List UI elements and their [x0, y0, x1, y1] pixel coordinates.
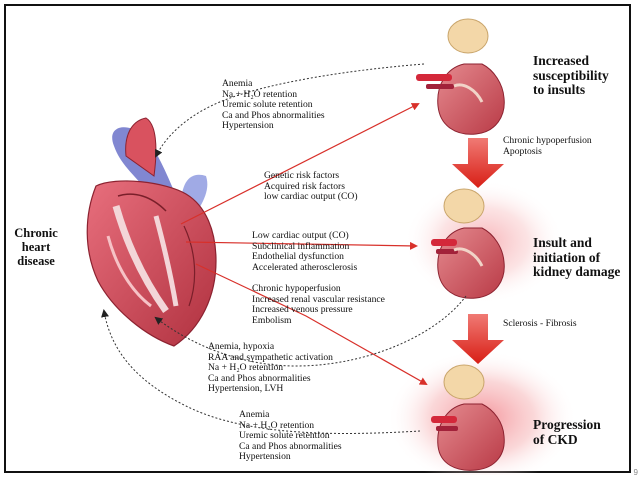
list-item: Subclinical inflammation: [252, 240, 350, 252]
list-item: Acquired risk factors: [264, 180, 345, 192]
down-arrow-1: [452, 138, 504, 188]
list-item: Ca and Phos abnormalities: [239, 440, 342, 452]
cardiorenal-diagram: [86, 18, 577, 475]
list-feedback-bottom: Anemia Na + H₂O retention Uremic solute …: [239, 409, 342, 463]
list-item: Genetic risk factors: [264, 170, 340, 181]
stage-3-line-2: of CKD: [533, 431, 578, 447]
list-item: Anemia: [222, 78, 253, 89]
transition-1-line-2: Apoptosis: [503, 145, 542, 157]
arrow-to-kidney-1: [180, 103, 420, 225]
stage-2-line-2: initiation of: [533, 249, 601, 265]
list-item: Na + H₂O retention: [208, 362, 284, 374]
list-item: Hypertension, LVH: [208, 383, 284, 395]
list-item: Endothelial dysfunction: [252, 251, 344, 263]
arrow-to-kidney-3: [195, 263, 428, 385]
list-item: Anemia: [239, 409, 270, 420]
list-item: Ca and Phos abnormalities: [208, 372, 311, 384]
list-item: Increased venous pressure: [252, 304, 353, 316]
list-middle: Low cardiac output (CO) Subclinical infl…: [252, 230, 358, 273]
heart-label-line-1: Chronic: [14, 226, 58, 240]
stage-2-line-3: kidney damage: [533, 264, 621, 279]
kidney-2: [431, 188, 505, 299]
list-item: Low cardiac output (CO): [252, 230, 349, 241]
list-item: Increased renal vascular resistance: [252, 293, 385, 305]
feedback-arrow-top: [155, 63, 425, 158]
stage-1-line-1: Increased: [533, 53, 589, 68]
list-item: Hypertension: [239, 451, 291, 463]
stage-1-line-2: susceptibility: [533, 67, 609, 83]
page-number: 9: [633, 468, 638, 477]
list-item: Na + H₂O retention: [222, 88, 298, 100]
kidney-3: [431, 364, 505, 471]
list-item: Embolism: [252, 314, 292, 326]
heart-illustration: [86, 117, 217, 347]
heart-label-line-2: heart: [21, 240, 51, 254]
list-item: Chronic hypoperfusion: [252, 283, 341, 294]
list-feedback-middle: Anemia, hypoxia RAA and sympathetic acti…: [208, 341, 333, 395]
stage-title-2: Insult and initiation of kidney damage: [533, 235, 621, 280]
heart-label-line-3: disease: [17, 254, 55, 268]
feedback-arrow-mid: [154, 295, 467, 367]
stage-title-3: Progression of CKD: [533, 417, 601, 447]
list-item: Uremic solute retention: [222, 99, 313, 111]
list-hypoperfusion: Chronic hypoperfusion Increased renal va…: [252, 283, 385, 326]
feedback-arrow-bottom: [101, 309, 421, 434]
list-item: low cardiac output (CO): [264, 191, 358, 203]
list-risk-factors: Genetic risk factors Acquired risk facto…: [264, 170, 358, 203]
transition-note-1: Chronic hypoperfusion Apoptosis: [503, 135, 592, 157]
list-item: Na + H₂O retention: [239, 419, 315, 431]
transition-note-2: Sclerosis - Fibrosis: [503, 318, 577, 330]
stage-2-line-1: Insult and: [533, 235, 592, 250]
arrow-to-kidney-2: [185, 241, 418, 250]
list-item: Anemia, hypoxia: [208, 341, 275, 352]
list-item: Hypertension: [222, 120, 274, 132]
transition-2-line-1: Sclerosis - Fibrosis: [503, 318, 577, 329]
stage-title-1: Increased susceptibility to insults: [533, 53, 609, 98]
kidney-1: [416, 18, 505, 135]
list-item: RAA and sympathetic activation: [208, 351, 333, 363]
list-item: Ca and Phos abnormalities: [222, 109, 325, 121]
transition-1-line-1: Chronic hypoperfusion: [503, 135, 592, 146]
list-item: Uremic solute retention: [239, 430, 330, 442]
list-item: Accelerated atherosclerosis: [252, 261, 358, 273]
heart-label: Chronic heart disease: [6, 226, 66, 268]
down-arrow-2: [452, 314, 504, 364]
list-top-left: Anemia Na + H₂O retention Uremic solute …: [222, 78, 325, 132]
figure-frame: Chronic heart disease Increased suscepti…: [4, 4, 631, 475]
stage-3-line-1: Progression: [533, 417, 601, 432]
stage-1-line-3: to insults: [533, 82, 586, 97]
